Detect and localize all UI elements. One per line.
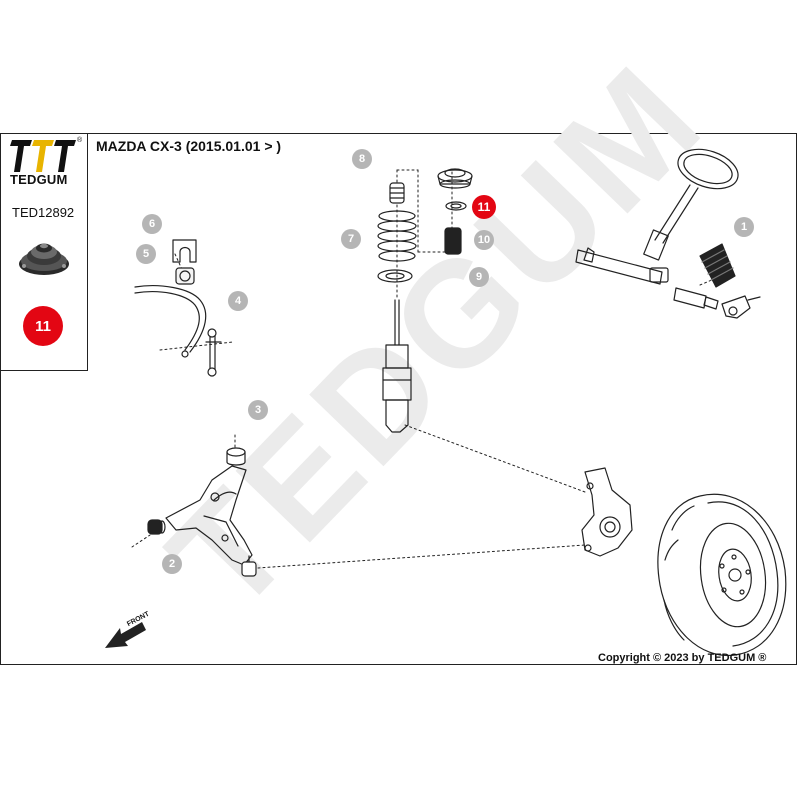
top-mount-drawing	[437, 168, 473, 189]
callout-6[interactable]: 6	[142, 214, 162, 234]
front-arrow-icon	[105, 622, 146, 648]
sidebar-panel	[0, 133, 88, 371]
ball-joint	[241, 555, 257, 577]
callout-10[interactable]: 10	[474, 230, 494, 250]
part-number: TED12892	[12, 205, 75, 220]
callout-3[interactable]: 3	[248, 400, 268, 420]
callout-4[interactable]: 4	[228, 291, 248, 311]
control-arm-front-bushing	[147, 519, 166, 535]
stabilizer-link	[205, 328, 222, 377]
assembly-lines	[131, 169, 729, 569]
vehicle-title: MAZDA CX-3 (2015.01.01 > )	[96, 138, 282, 154]
stabilizer-bushing	[175, 267, 195, 285]
callout-2[interactable]: 2	[162, 554, 182, 574]
spring-seat-drawing	[377, 269, 413, 283]
bump-stop-drawing	[389, 182, 405, 204]
strut-top-mount-icon	[19, 243, 69, 275]
wheel-drawing	[657, 493, 787, 657]
callout-9[interactable]: 9	[469, 267, 489, 287]
coil-spring-drawing	[377, 210, 417, 262]
highlighted-part-badge[interactable]: 11	[23, 306, 63, 346]
bearing-drawing	[445, 201, 467, 211]
steering-assembly	[575, 148, 739, 285]
callout-5[interactable]: 5	[136, 244, 156, 264]
dust-boot-drawing	[444, 227, 462, 255]
control-arm-rear-bushing	[226, 447, 246, 466]
stabilizer-bar	[134, 285, 207, 358]
diagram-frame	[0, 133, 797, 665]
callout-7[interactable]: 7	[341, 229, 361, 249]
callout-8[interactable]: 8	[352, 149, 372, 169]
shock-absorber-drawing	[382, 299, 412, 433]
stabilizer-bracket	[172, 239, 197, 263]
steering-rack-boot	[673, 243, 761, 319]
callout-1[interactable]: 1	[734, 217, 754, 237]
tedgum-logo-mark	[10, 140, 76, 172]
callout-11[interactable]: 11	[472, 195, 496, 219]
copyright-notice: Copyright © 2023 by TEDGUM ®	[598, 652, 767, 664]
brand-name: TEDGUM	[10, 172, 68, 187]
steering-knuckle	[581, 467, 633, 557]
lower-control-arm	[165, 465, 253, 566]
registered-mark: ®	[77, 137, 83, 144]
